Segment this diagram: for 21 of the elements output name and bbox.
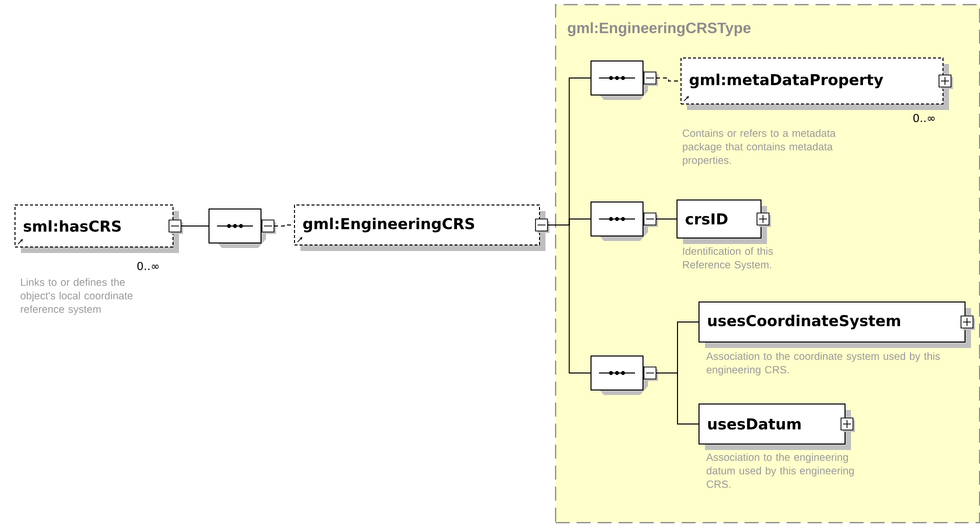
element-box: usesCoordinateSystem	[698, 302, 975, 348]
connector-line	[547, 224, 591, 374]
sequence-symbol	[590, 60, 658, 100]
description-text: Identification of this Reference System.	[683, 247, 773, 270]
sequence-symbol	[590, 202, 658, 241]
sequence-symbol	[590, 356, 658, 395]
occurrence-label: 0..∞	[913, 114, 935, 122]
connector-line	[656, 78, 681, 82]
description-text: Links to or defines the object's local coordinate reference system	[20, 278, 133, 315]
description-text: Contains or refers to a metadata package that contains metadata properties.	[682, 129, 836, 166]
description-text: Association to the coordinate system used by this engineering CRS.	[706, 352, 940, 376]
element-box: sml:hasCRS	[14, 204, 183, 253]
connector-line	[656, 372, 699, 424]
element-box: gml:metaDataProperty	[680, 58, 953, 110]
connector-line	[656, 218, 677, 220]
sequence-symbol	[208, 208, 276, 248]
element-box: usesDatum	[698, 404, 855, 450]
heading: gml:EngineeringCRSType	[568, 22, 751, 36]
occurrence-label: 0..∞	[137, 262, 159, 270]
element-box: gml:EngineeringCRS	[294, 204, 550, 251]
description-text: Association to the engineering datum used by this engineering CRS.	[706, 453, 854, 488]
